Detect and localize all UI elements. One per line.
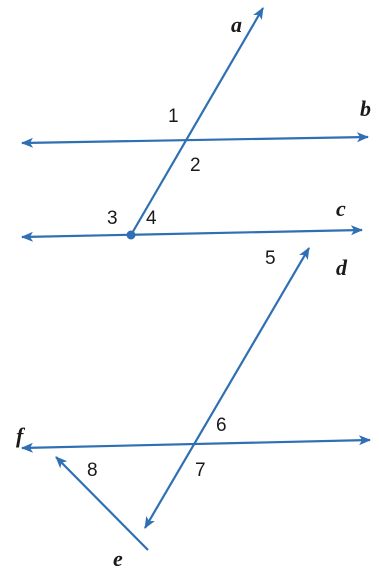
angle-4-label: 4	[146, 208, 157, 229]
label-c: c	[336, 196, 346, 221]
line-a	[130, 7, 264, 236]
line-e	[55, 456, 149, 551]
line-b	[21, 132, 369, 148]
angle-7-label: 7	[195, 460, 206, 481]
label-f: f	[16, 423, 26, 448]
angle-3-label: 3	[107, 208, 118, 229]
line-c	[21, 225, 363, 242]
line-d	[144, 247, 310, 529]
angle-8-label: 8	[87, 460, 98, 481]
label-e: e	[113, 546, 123, 571]
angle-1-label: 1	[168, 106, 179, 127]
label-a: a	[231, 12, 242, 37]
angle-6-label: 6	[216, 415, 227, 436]
intersection-point	[126, 230, 136, 240]
label-b: b	[360, 96, 371, 121]
angle-5-label: 5	[265, 248, 276, 269]
angle-2-label: 2	[190, 155, 201, 176]
label-d: d	[336, 255, 348, 280]
